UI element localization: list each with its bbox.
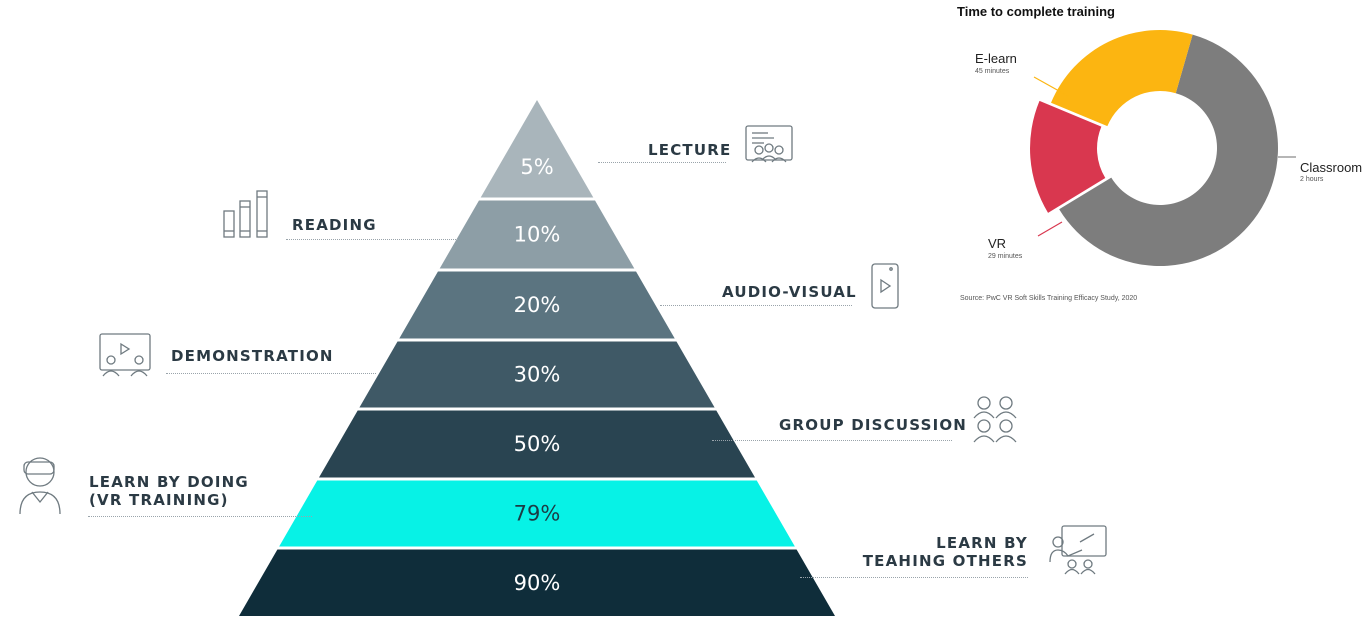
label-audio-visual: AUDIO-VISUAL [722,283,857,301]
demonstration-leader-line [166,373,376,374]
pyramid-level-1 [480,100,594,198]
donut-slice-classroom [1059,34,1279,267]
label-teaching-others: TEAHING OTHERS [862,552,1028,570]
learn-by-doing-leader-line [88,516,312,517]
sublabel-vr: 29 minutes [988,253,1023,260]
e-learn-leader-line [1033,76,1069,97]
donut-slice-vr [1030,100,1106,213]
lecture-leader-line [598,162,726,163]
label-learn-by: LEARN BY [936,534,1028,552]
pyramid-level-4 [359,341,715,408]
source-note: Source: PwC VR Soft Skills Training Effi… [960,295,1138,302]
teaching-leader-line [800,577,1028,578]
pyramid-level-2 [439,200,635,269]
label-lecture: LECTURE [648,141,732,159]
label-classroom: Classroom [1300,160,1363,175]
sublabel-e-learn: 45 minutes [975,68,1010,75]
label-e-learn: E-learn [975,51,1017,66]
label-vr: VR [988,236,1007,251]
pyramid-level-3-percent: 20% [514,293,561,317]
sublabel-classroom: 2 hours [1300,176,1324,183]
pyramid-level-6-percent: 79% [514,502,561,526]
pyramid-level-7 [239,549,835,616]
donut-slice-e-learn [1051,30,1193,127]
demonstration-icon [99,333,151,377]
audio-visual-leader-line [660,305,852,306]
vr-leader-line [1037,221,1063,237]
teaching-icon [1049,525,1107,575]
pyramid-level-1-percent: 5% [520,155,553,179]
reading-leader-line [286,239,458,240]
label-vr-training: (VR TRAINING) [89,491,229,509]
group-discussion-leader-line [712,440,952,441]
lecture-icon [745,125,793,163]
chart-title: Time to complete training [957,4,1115,19]
books-icon [223,190,268,238]
pyramid-level-3 [399,271,675,339]
label-learn-by-doing: LEARN BY DOING [89,473,249,491]
pyramid-level-5-percent: 50% [514,432,561,456]
pyramid-level-7-percent: 90% [514,571,561,595]
pyramid-level-5 [318,410,756,478]
label-reading: READING [292,216,377,234]
group-discussion-icon [973,396,1017,443]
phone-video-icon [871,263,899,309]
vr-headset-icon [19,457,61,515]
label-demonstration: DEMONSTRATION [171,347,334,365]
pyramid-level-4-percent: 30% [514,363,561,387]
pyramid-level-2-percent: 10% [514,223,561,247]
pyramid-level-6 [279,480,795,547]
label-group-discussion: GROUP DISCUSSION [779,416,968,434]
